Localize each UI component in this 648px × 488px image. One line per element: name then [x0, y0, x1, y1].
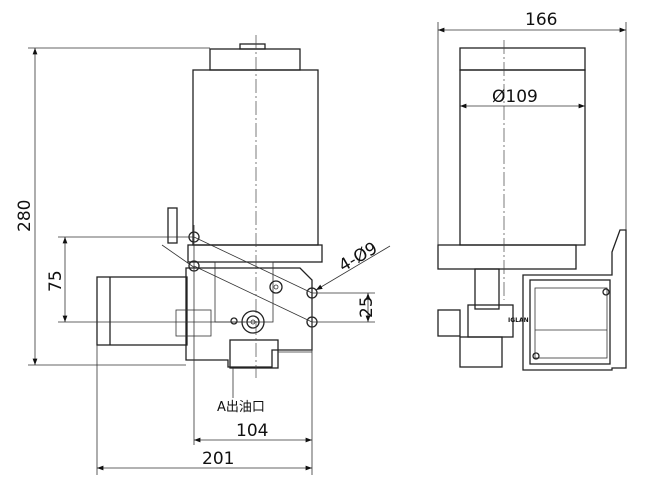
mounting-holes-label: 4-Ø9	[336, 238, 382, 276]
side-view: IGLAN	[437, 40, 627, 371]
base-flange	[187, 244, 323, 263]
dimension-4-holes: 4-Ø9	[315, 238, 391, 291]
dimension-109-label: Ø109	[492, 87, 538, 107]
dimension-diameter-109: Ø109	[460, 87, 585, 109]
dimension-104-label: 104	[236, 421, 268, 441]
dimension-75: 75	[46, 236, 245, 323]
motor	[96, 276, 188, 346]
dimension-280-label: 280	[15, 200, 35, 232]
dimension-201-label: 201	[202, 449, 234, 469]
control-box	[529, 279, 611, 365]
dimension-166-label: 166	[525, 10, 557, 30]
dimension-75-label: 75	[46, 270, 66, 292]
dimension-166: 166	[437, 10, 627, 245]
front-view	[96, 35, 323, 475]
dimension-25-label: 25	[357, 296, 377, 318]
reservoir-cylinder	[192, 69, 319, 246]
dimension-280: 280	[15, 47, 210, 366]
dimension-25: 25	[312, 292, 377, 323]
brand-label: IGLAN	[508, 317, 529, 324]
outlet-label: A出油口	[217, 400, 265, 415]
dimension-201: 201	[97, 449, 312, 471]
dimension-104: 104	[194, 421, 312, 443]
